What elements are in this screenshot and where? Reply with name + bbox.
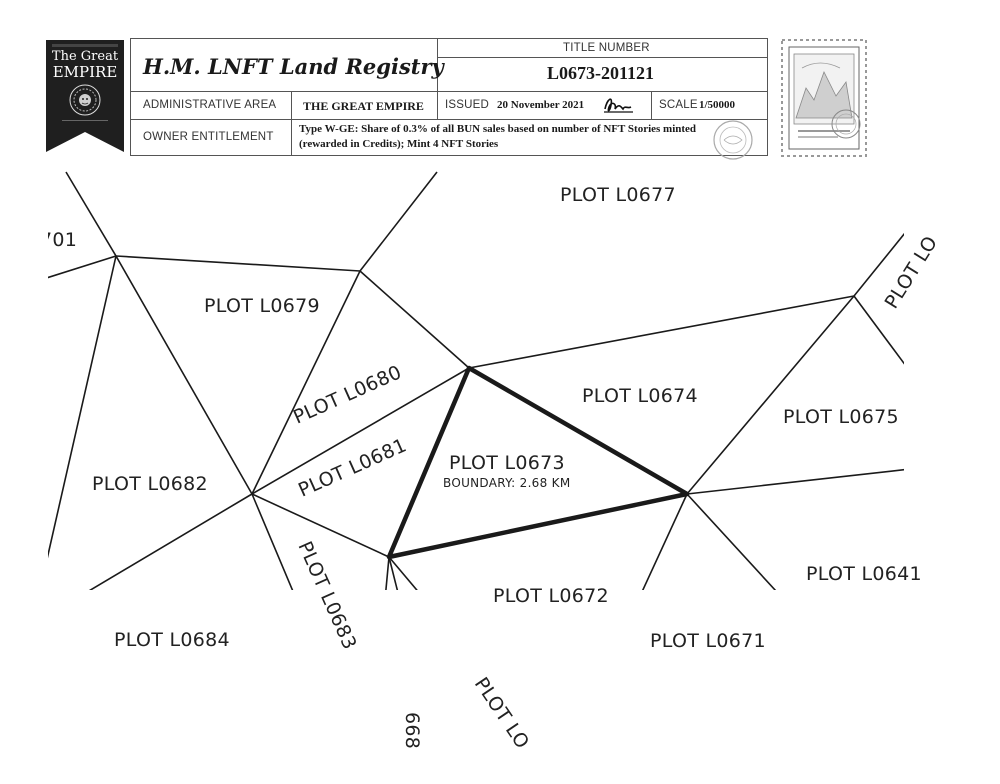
- issued-date: 20 November 2021: [497, 99, 585, 111]
- registry-header-table: H.M. LNFT Land Registry TITLE NUMBER L06…: [130, 38, 768, 156]
- scale-value: 1/50000: [699, 99, 736, 111]
- scale-label: SCALE: [659, 99, 698, 111]
- signature-icon: [604, 98, 633, 113]
- plot-boundary-length: BOUNDARY: 2.68 KM: [443, 476, 571, 490]
- admin-area-label: ADMINISTRATIVE AREA: [143, 99, 277, 111]
- owner-entitlement: Type W-GE: Share of 0.3% of all BUN sale…: [299, 122, 729, 152]
- plot-label-l0679: PLOT L0679: [204, 295, 320, 317]
- owner-label: OWNER ENTITLEMENT: [143, 131, 274, 143]
- plot-label-l0673: PLOT L0673: [449, 452, 565, 474]
- round-seal-icon: [713, 120, 753, 160]
- plot-boundary-lines: [48, 171, 904, 590]
- selected-plot-boundary: [386, 365, 690, 560]
- title-number-label: TITLE NUMBER: [563, 42, 650, 54]
- lion-crest-icon: [69, 84, 101, 116]
- logo-line2: EMPIRE: [53, 63, 118, 81]
- plot-label-l0682: PLOT L0682: [92, 473, 208, 495]
- title-banner: The Great EMPIRE H.M. LNFT Land Registry…: [0, 0, 1000, 160]
- plot-label-l0671: PLOT L0671: [650, 630, 766, 652]
- postage-stamp-icon: [781, 39, 867, 157]
- plot-map: 701 PLOT L0677 PLOT L0679 PLOT L0680 PLO…: [48, 171, 943, 750]
- plot-label-l0676: PLOT LO: [881, 232, 943, 312]
- plot-label-l0674: PLOT L0674: [582, 385, 698, 407]
- admin-area-value: THE GREAT EMPIRE: [303, 99, 424, 113]
- logo-ribbon: The Great EMPIRE: [46, 40, 124, 152]
- plot-label-l0681: PLOT L0681: [295, 434, 410, 501]
- plot-label-l0668: 668: [401, 712, 423, 749]
- issued-label: ISSUED: [445, 99, 490, 111]
- plot-label-l0680: PLOT L0680: [290, 361, 405, 428]
- plot-label-l0684: PLOT L0684: [114, 629, 230, 651]
- plot-label-l0701: 701: [48, 229, 77, 251]
- title-number: L0673-201121: [547, 63, 655, 83]
- plot-label-l0677: PLOT L0677: [560, 184, 676, 206]
- plot-label-l0675: PLOT L0675: [783, 406, 899, 428]
- plot-label-l0670: PLOT LO: [470, 673, 533, 750]
- logo-line1: The Great: [52, 49, 119, 64]
- plot-label-l0672: PLOT L0672: [493, 585, 609, 607]
- plot-label-l0641: PLOT L0641: [806, 563, 922, 585]
- registry-title: H.M. LNFT Land Registry: [143, 54, 444, 79]
- owner-line1: Type W-GE: Share of 0.3% of all BUN sale…: [299, 123, 697, 135]
- plot-label-l0683: PLOT L0683: [293, 538, 360, 653]
- owner-line2: (rewarded in Credits); Mint 4 NFT Storie…: [299, 138, 499, 150]
